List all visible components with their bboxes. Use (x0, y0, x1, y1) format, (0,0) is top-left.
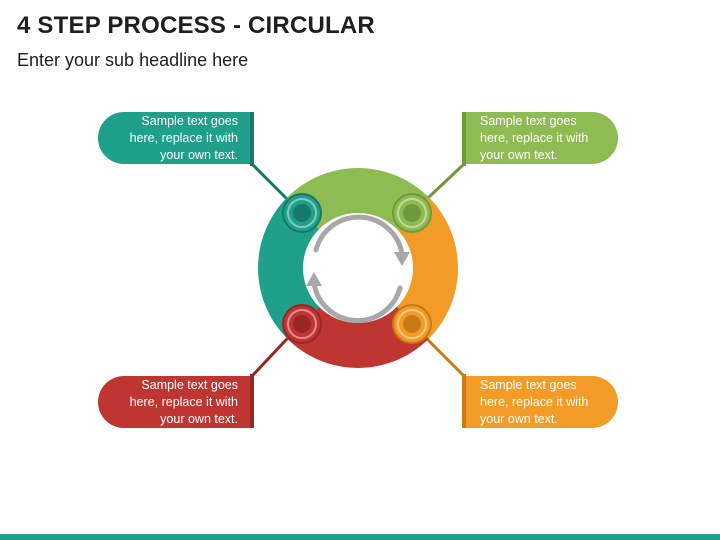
callout-bottom-right: Sample text goes here, replace it with y… (466, 376, 618, 428)
circular-arrows-icon (306, 214, 410, 323)
callout-bottom-left-text: Sample text goes here, replace it with y… (129, 377, 238, 426)
page-title: 4 STEP PROCESS - CIRCULAR (17, 12, 375, 39)
stem-bottom-left (250, 374, 254, 428)
node-marker-orange (392, 304, 432, 344)
stem-bottom-right (462, 374, 466, 428)
callout-bottom-right-text: Sample text goes here, replace it with y… (480, 377, 589, 426)
node-marker-teal (282, 193, 322, 233)
callout-bottom-left: Sample text goes here, replace it with y… (98, 376, 250, 428)
callout-top-right: Sample text goes here, replace it with y… (466, 112, 618, 164)
node-marker-green (392, 193, 432, 233)
callout-top-right-text: Sample text goes here, replace it with y… (480, 113, 589, 162)
callout-top-left: Sample text goes here, replace it with y… (98, 112, 250, 164)
page-subtitle: Enter your sub headline here (17, 50, 249, 70)
callout-top-left-text: Sample text goes here, replace it with y… (129, 113, 238, 162)
node-marker-red (282, 304, 322, 344)
stem-top-right (462, 112, 466, 166)
bottom-accent-bar (0, 534, 720, 540)
stem-top-left (250, 112, 254, 166)
